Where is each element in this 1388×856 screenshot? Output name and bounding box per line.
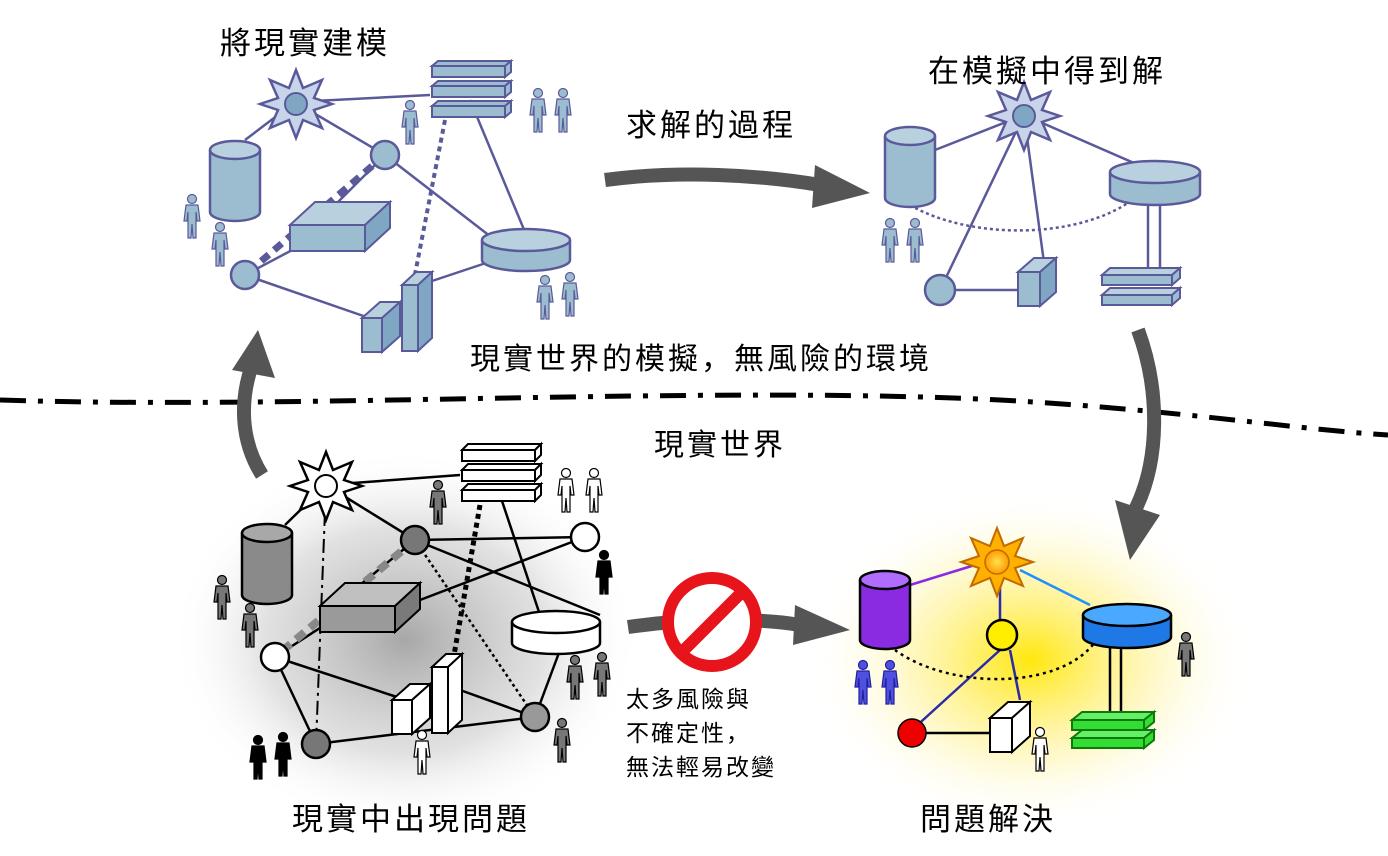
cylinder-icon (858, 569, 912, 651)
down-arrow (1115, 327, 1162, 560)
server-stack-icon (429, 58, 514, 120)
star-burst-icon (984, 78, 1064, 154)
cylinder-icon (208, 139, 262, 223)
circle-node-icon (985, 618, 1019, 652)
risk-free-simulation-label: 現實世界的模擬，無風險的環境 (470, 342, 932, 377)
box-icon (317, 580, 423, 635)
box-icon (987, 699, 1033, 755)
person-icon (881, 217, 899, 263)
star-burst-icon (286, 448, 366, 524)
person-icon (183, 193, 201, 239)
circle-node-icon (300, 728, 332, 760)
prohibited-icon (662, 572, 762, 672)
flat-cylinder-icon (1081, 602, 1173, 650)
risk-note-line: 太多風險與 (626, 687, 751, 713)
solved-network (894, 563, 1123, 735)
person-icon (561, 271, 579, 317)
circle-node-icon (259, 641, 291, 673)
server-stack-icon (1099, 265, 1183, 308)
flat-cylinder-icon (480, 227, 572, 273)
box-icon (1015, 255, 1059, 309)
server-stack-icon (1069, 709, 1157, 751)
circle-node-icon (229, 259, 261, 291)
solution-in-simulation-label: 在模擬中得到解 (928, 54, 1166, 90)
person-icon (536, 274, 554, 320)
circle-node-icon (399, 524, 431, 556)
tower-box-icon (359, 269, 435, 355)
problem-occurs-label: 現實中出現問題 (292, 802, 530, 838)
risk-note-line: 無法輕易改變 (626, 755, 776, 781)
circle-node-icon (369, 139, 401, 171)
flat-cylinder-icon (1108, 159, 1202, 207)
tower-box-icon (389, 651, 465, 737)
person-icon (211, 221, 229, 267)
problem-solved-label: 問題解決 (920, 802, 1056, 838)
star-burst-icon (256, 66, 336, 142)
real-world-label: 現實世界 (654, 428, 786, 463)
model-reality-label: 將現實建模 (220, 26, 390, 62)
person-icon (529, 87, 547, 133)
person-icon (585, 467, 603, 513)
sun-icon (957, 525, 1037, 599)
up-arrow (232, 330, 275, 479)
person-icon (554, 87, 572, 133)
solve-process-arrow (604, 165, 870, 208)
cylinder-icon (240, 522, 294, 606)
cylinder-icon (883, 125, 937, 209)
risk-note: 太多風險與 不確定性， 無法輕易改變 (626, 683, 776, 785)
circle-node-icon (923, 273, 957, 307)
person-icon (906, 217, 924, 263)
circle-node-icon (519, 701, 551, 733)
flat-cylinder-icon (510, 609, 602, 656)
person-icon (401, 99, 419, 145)
circle-node-icon (569, 521, 601, 553)
box-icon (287, 199, 393, 254)
solving-process-label: 求解的過程 (626, 108, 796, 144)
risk-note-line: 不確定性， (626, 721, 751, 747)
server-stack-icon (459, 441, 544, 504)
circle-node-icon (897, 718, 927, 748)
